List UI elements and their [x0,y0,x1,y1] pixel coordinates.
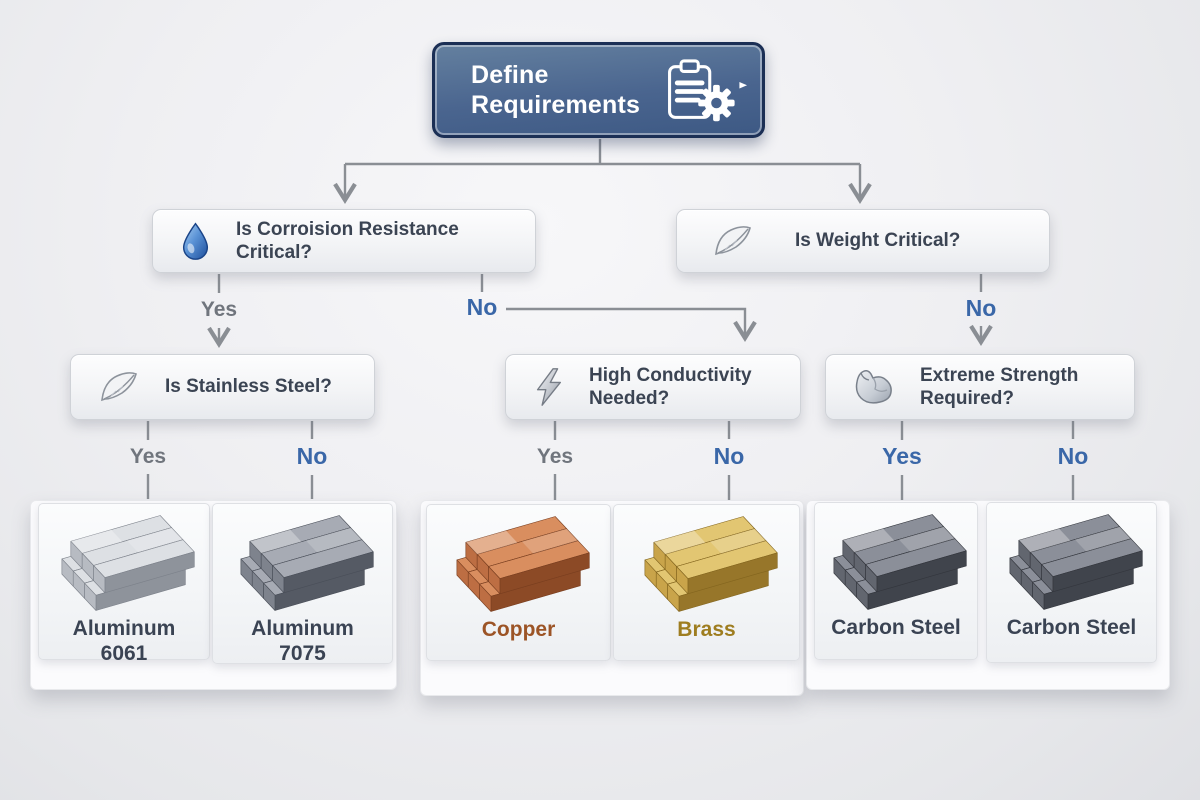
metal-bars-image [820,511,972,611]
feather-icon [97,367,141,407]
result-card-aluminum-6061: Aluminum 6061 [38,503,210,665]
edge-label-yes: Yes [200,298,238,321]
result-label: Brass [677,618,736,641]
root-node-define-requirements: Define Requirements [432,42,765,138]
question-label: High Conductivity Needed? [589,364,752,409]
question-label: Is Corroision Resistance Critical? [236,218,459,263]
edge-label-yes: Yes [536,445,574,468]
result-label: Aluminum 7075 [251,617,354,666]
result-card-carbon-steel-1: Carbon Steel [814,502,978,660]
feather-icon [711,221,755,261]
question-node-corrosion: Is Corroision Resistance Critical? [152,209,536,273]
question-node-strength: Extreme Strength Required? [825,354,1135,420]
edge-label-yes: Yes [129,445,167,468]
clipboard-gear-icon [660,57,748,133]
metal-bars-image [631,513,783,613]
edge-label-no: No [296,443,328,469]
metal-bars-image [996,511,1148,611]
question-node-conductivity: High Conductivity Needed? [505,354,801,420]
muscle-icon [852,367,896,407]
result-label: Carbon Steel [1006,616,1137,639]
result-label: Carbon Steel [831,616,961,639]
metal-bars-image [48,512,200,612]
question-label: Is Stainless Steel? [165,376,332,398]
metal-bars-image [443,513,595,613]
edge-label-no: No [1057,443,1089,469]
edge-label-no: No [713,443,745,469]
edge-label-yes: Yes [882,443,922,469]
metal-bars-image [227,512,379,612]
question-label: Extreme Strength Required? [920,364,1079,409]
result-label: Copper [481,618,556,641]
question-node-stainless: Is Stainless Steel? [70,354,375,420]
edge-label-no: No [466,294,498,320]
lightning-icon [532,367,565,407]
root-node-label: Define Requirements [471,60,641,120]
result-card-aluminum-7075: Aluminum 7075 [212,503,393,666]
question-label: Is Weight Critical? [795,230,961,252]
edge-label-no: No [965,295,997,321]
question-node-weight: Is Weight Critical? [676,209,1050,273]
droplet-icon [179,221,212,261]
result-card-brass: Brass [613,504,800,661]
result-card-copper: Copper [426,504,611,661]
result-card-carbon-steel-2: Carbon Steel [986,502,1157,663]
result-label: Aluminum 6061 [72,617,176,666]
